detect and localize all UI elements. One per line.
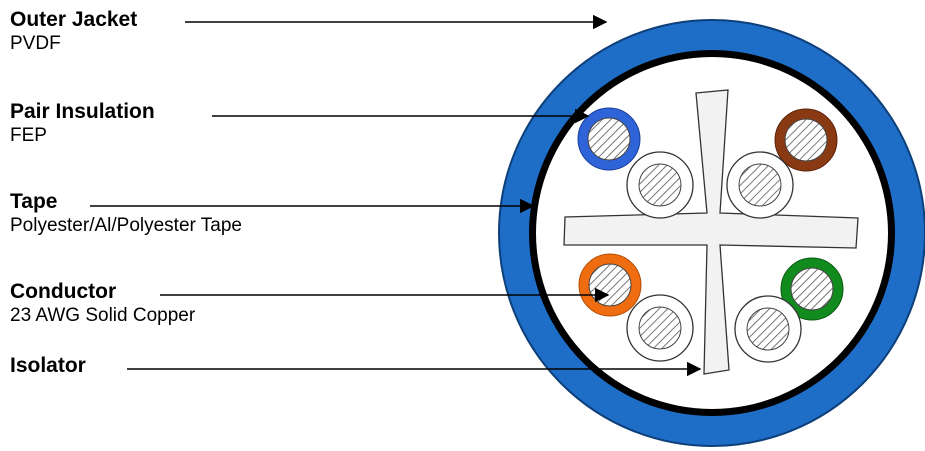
outer-jacket-title: Outer Jacket [10, 8, 138, 31]
isolator-title: Isolator [10, 354, 86, 377]
label-tape: Tape Polyester/Al/Polyester Tape [10, 190, 242, 238]
label-conductor: Conductor 23 AWG Solid Copper [10, 280, 195, 328]
tape-title: Tape [10, 190, 58, 213]
conductor-pair-green [780, 257, 844, 321]
conductor-white-2 [726, 151, 794, 219]
conductor-white-3 [626, 294, 694, 362]
tape-material: Polyester/Al/Polyester Tape [10, 215, 242, 236]
isolator-separator [563, 89, 859, 375]
label-isolator: Isolator [10, 354, 86, 378]
conductor-title: Conductor [10, 280, 117, 303]
label-outer-jacket: Outer Jacket PVDF [10, 8, 137, 56]
conductor-pair-orange [578, 253, 642, 317]
pair-insulation-title: Pair Insulation [10, 100, 155, 123]
conductor-material: 23 AWG Solid Copper [10, 305, 196, 326]
conductor-pair-blue [577, 107, 641, 171]
pair-insulation-material: FEP [10, 125, 47, 146]
conductor-white-1 [626, 151, 694, 219]
label-pair-insulation: Pair Insulation FEP [10, 100, 155, 148]
conductor-pair-brown [774, 108, 838, 172]
outer-jacket-material: PVDF [10, 33, 61, 54]
conductor-white-4 [734, 295, 802, 363]
